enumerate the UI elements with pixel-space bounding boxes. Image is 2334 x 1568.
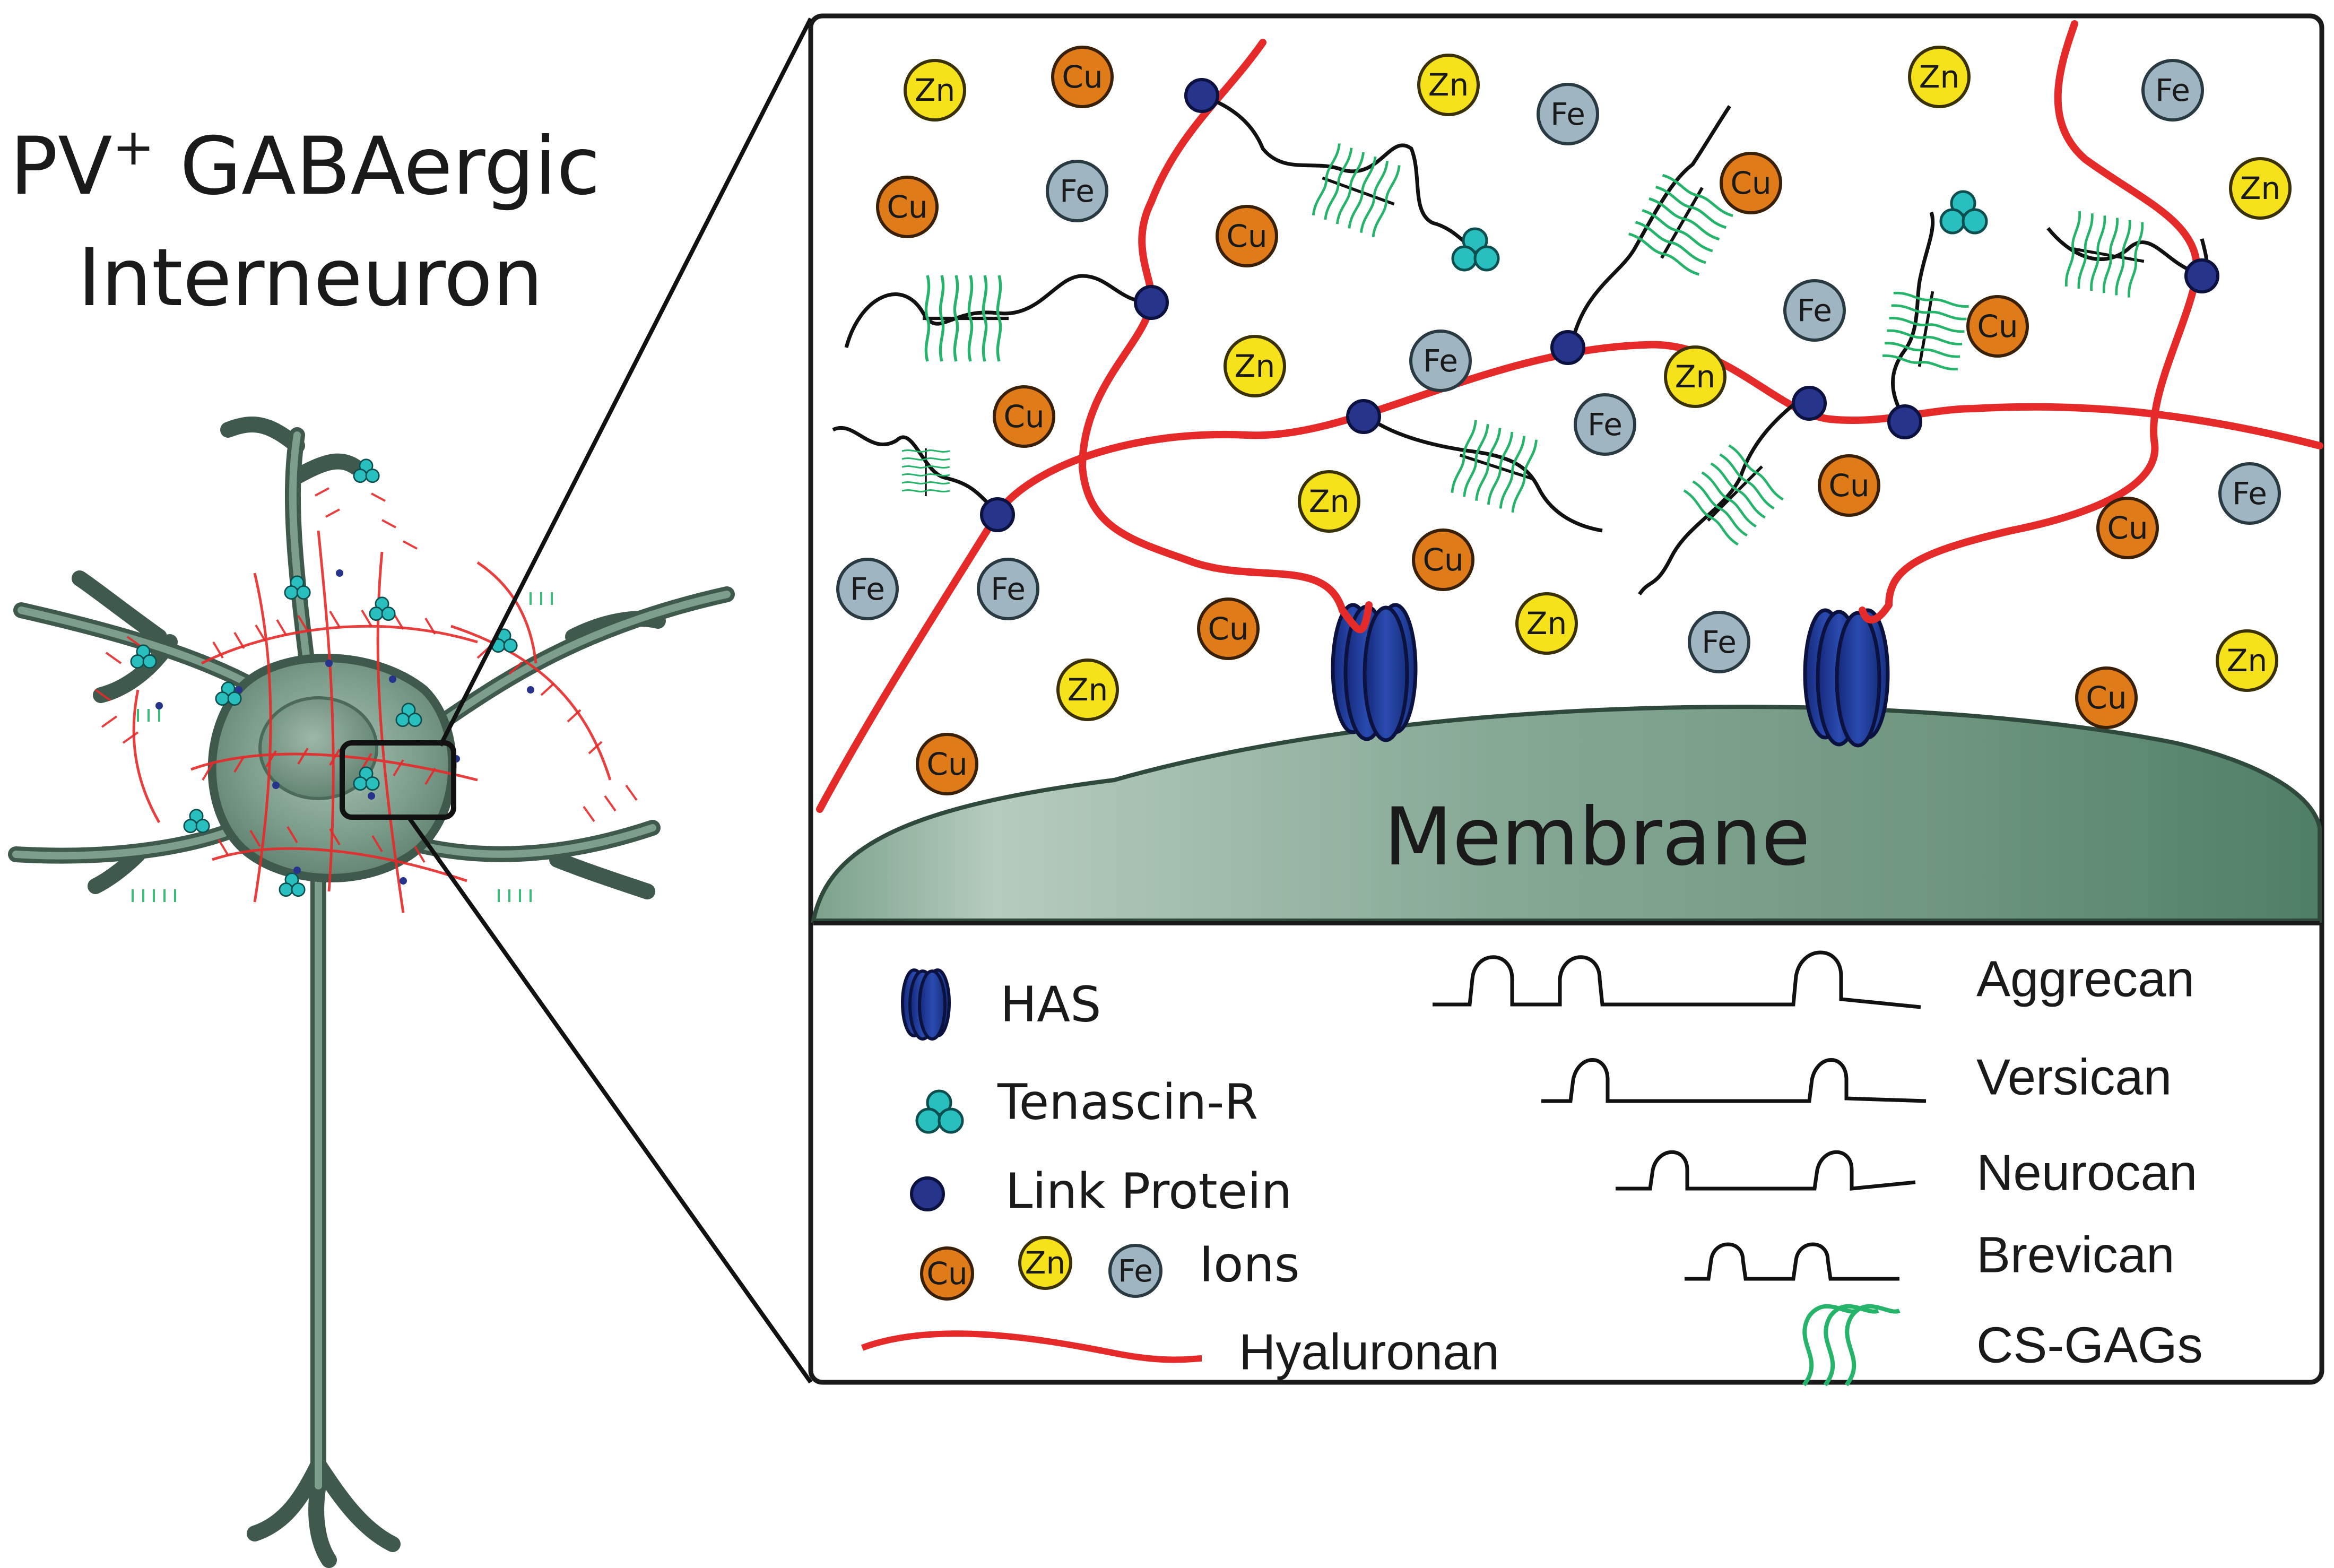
membrane (811, 705, 2322, 923)
svg-text:Cu: Cu (2086, 680, 2127, 716)
svg-text:Zn: Zn (1025, 1245, 1066, 1281)
ion-cu: Cu (876, 176, 939, 238)
ion-fe: Fe (1537, 83, 1599, 145)
ion-cu: Cu (2096, 497, 2159, 559)
svg-text:Zn: Zn (1309, 483, 1350, 519)
ion-fe: Fe (1409, 330, 1472, 392)
svg-text:Cu: Cu (1730, 165, 1771, 201)
svg-text:Cu: Cu (1828, 467, 1869, 504)
ion-zn: Zn (1515, 592, 1578, 655)
svg-text:Zn: Zn (1068, 672, 1108, 708)
legend-has-icon (903, 970, 949, 1039)
title-line2: Interneuron (77, 232, 543, 324)
svg-text:Cu: Cu (1977, 308, 2018, 344)
legend-has-label: HAS (1000, 976, 1101, 1033)
legend-hyaluronan-icon (861, 1330, 1202, 1363)
svg-text:Fe: Fe (1060, 173, 1095, 209)
ion-fe: Fe (836, 558, 899, 620)
ion-fe: Fe (1783, 279, 1846, 342)
ion-zn: Zn (1224, 335, 1286, 397)
ion-zn: Zn (1056, 659, 1119, 721)
svg-text:Cu: Cu (887, 189, 927, 225)
ion-cu: Cu (1051, 46, 1114, 108)
ion-fe: Fe (2218, 462, 2281, 525)
legend-ions-label: Ions (1199, 1236, 1300, 1293)
ion-cu: Cu (1818, 454, 1880, 517)
ion-cu: Cu (1197, 597, 1260, 660)
ion-zn: Zn (1298, 470, 1360, 533)
svg-text:Cu: Cu (926, 1255, 967, 1292)
svg-text:Fe: Fe (1423, 343, 1458, 379)
svg-text:Fe: Fe (2232, 475, 2267, 512)
ion-cu: Cu (1216, 205, 1278, 267)
ion-zn: Zn (1908, 46, 1971, 108)
ion-fe: Fe (2141, 59, 2204, 122)
svg-text:Fe: Fe (2155, 72, 2190, 108)
legend-cs-gag-icon (1802, 1304, 1901, 1387)
svg-text:Cu: Cu (1062, 59, 1103, 95)
svg-text:PV+ GABAergic: PV+ GABAergic (10, 118, 601, 213)
ion-cu: Cu (993, 385, 1055, 448)
ion-fe: Fe (977, 558, 1039, 620)
ion-zn: Zn (2229, 157, 2292, 220)
legend-versican-label: Versican (1976, 1049, 2172, 1106)
svg-text:Cu: Cu (1208, 611, 1248, 647)
ion-zn: Zn (904, 59, 966, 122)
svg-text:Cu: Cu (1422, 542, 1463, 578)
ion-cu: Cu (1720, 152, 1782, 214)
detail-panel: Membrane (808, 13, 2324, 1385)
ion-fe: Fe (1574, 393, 1636, 456)
svg-text:Zn: Zn (1526, 605, 1567, 642)
svg-text:Fe: Fe (850, 571, 885, 607)
ion-zn: Zn (1417, 54, 1480, 116)
legend-cs-gags-label: CS-GAGs (1976, 1317, 2203, 1374)
neuron-cell (8, 417, 735, 1568)
ion-cu: Cu (1412, 529, 1474, 591)
svg-text:Fe: Fe (1587, 406, 1622, 443)
legend-hyaluronan-label: Hyaluronan (1239, 1324, 1499, 1381)
legend-tenascin-label: Tenascin-R (997, 1074, 1258, 1131)
zoom-lines (406, 18, 813, 1384)
ion-fe: Fe (1688, 611, 1750, 673)
membrane-label: Membrane (1384, 791, 1810, 883)
svg-text:Fe: Fe (1550, 96, 1585, 132)
legend-ions-icons: Cu Zn Fe (920, 1236, 1162, 1301)
svg-text:Fe: Fe (1797, 292, 1832, 328)
legend-neurocan-label: Neurocan (1976, 1145, 2197, 1201)
svg-text:Cu: Cu (926, 746, 967, 782)
svg-text:Cu: Cu (1003, 399, 1044, 435)
figure-title: PV+ GABAergic Interneuron (10, 118, 601, 324)
svg-text:Zn: Zn (1919, 59, 1960, 95)
legend-brevican-label: Brevican (1976, 1227, 2175, 1284)
svg-text:Zn: Zn (2240, 170, 2281, 206)
legend-link-protein-label: Link Protein (1005, 1163, 1292, 1220)
proteoglycans (832, 93, 2209, 595)
zoom-box (340, 740, 456, 820)
legend-proteoglycan-icons (1433, 950, 1927, 1281)
svg-text:Fe: Fe (1118, 1253, 1153, 1289)
svg-text:Zn: Zn (915, 72, 956, 108)
ion-cu: Cu (1966, 295, 2029, 358)
ion-cu: Cu (2075, 666, 2138, 729)
ion-zn: Zn (1664, 345, 1726, 408)
svg-text:Zn: Zn (1675, 359, 1716, 395)
ion-zn: Zn (2216, 629, 2278, 692)
legend-link-protein-icon (912, 1178, 943, 1210)
svg-text:Fe: Fe (1702, 624, 1737, 660)
svg-text:Fe: Fe (991, 571, 1026, 607)
svg-text:Cu: Cu (1226, 218, 1267, 254)
ion-cu: Cu (916, 733, 978, 795)
svg-text:Zn: Zn (1235, 348, 1276, 384)
legend: HAS Tenascin-R Link Protein Cu Zn Fe Ion… (861, 950, 2203, 1387)
svg-text:Cu: Cu (2107, 510, 2148, 546)
legend-aggrecan-label: Aggrecan (1976, 951, 2194, 1008)
svg-text:Zn: Zn (2227, 643, 2268, 679)
ion-fe: Fe (1046, 160, 1108, 222)
svg-text:Zn: Zn (1428, 67, 1469, 103)
